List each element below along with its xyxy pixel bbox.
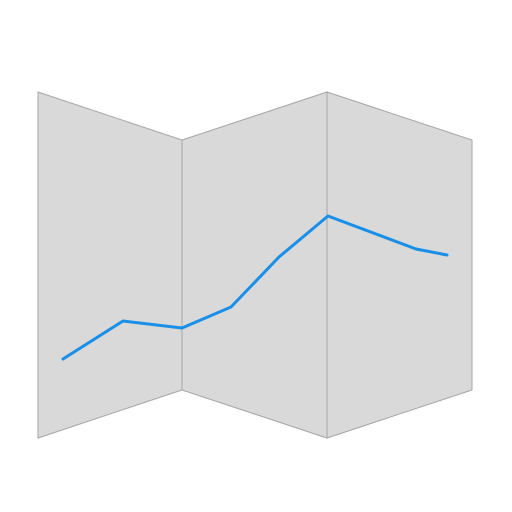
- map-panels: [37, 91, 473, 439]
- map-panel-1: [37, 91, 183, 439]
- map-route-line: [61, 214, 449, 361]
- map-panel-3: [326, 91, 473, 439]
- map-panel-2: [181, 91, 328, 439]
